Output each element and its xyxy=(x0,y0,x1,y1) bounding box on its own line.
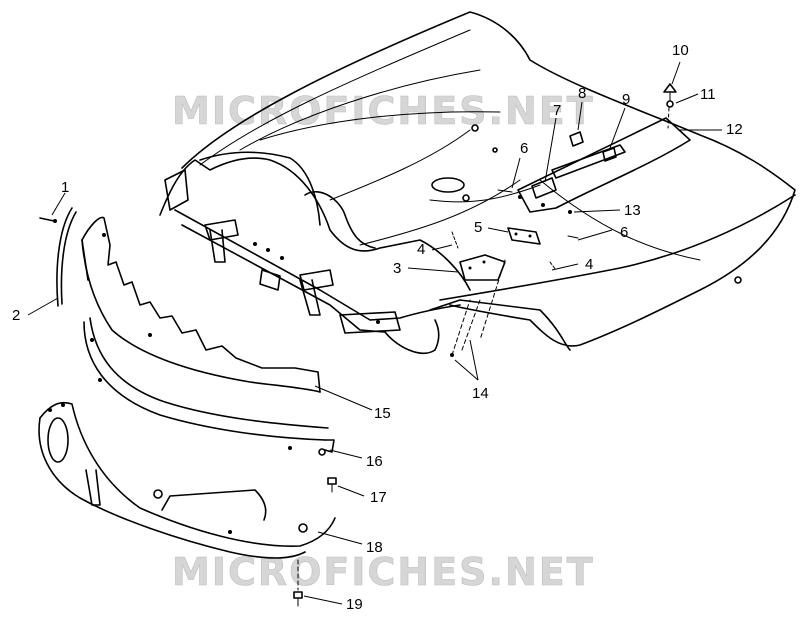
callouts: 1 2 3 4 4 5 6 6 7 8 9 10 11 12 13 14 15 … xyxy=(12,42,743,613)
callout-15: 15 xyxy=(374,405,391,422)
callout-4b: 4 xyxy=(585,256,593,273)
callout-12: 12 xyxy=(726,121,743,138)
part-12-console-plate xyxy=(517,117,691,213)
callout-6b: 6 xyxy=(620,224,628,241)
callout-14: 14 xyxy=(472,385,489,402)
part-4-rivet-a xyxy=(451,231,459,249)
part-19-bolt xyxy=(293,559,303,607)
part-9-switch xyxy=(602,147,617,162)
callout-1: 1 xyxy=(61,179,69,196)
part-4-rivet-b xyxy=(549,261,557,271)
callout-7: 7 xyxy=(553,102,561,119)
part-10-knob xyxy=(663,83,677,101)
hood-panel xyxy=(181,11,796,347)
callout-8: 8 xyxy=(578,85,586,102)
part-8-clip xyxy=(569,131,584,147)
callout-10: 10 xyxy=(672,42,689,59)
leader-lines xyxy=(27,61,722,605)
callout-6a: 6 xyxy=(520,140,528,157)
callout-5: 5 xyxy=(474,219,482,236)
part-5-hinge xyxy=(507,227,541,245)
callout-16: 16 xyxy=(366,453,383,470)
lower-body xyxy=(429,194,796,351)
callout-13: 13 xyxy=(624,202,641,219)
callout-19: 19 xyxy=(346,596,363,613)
frame xyxy=(159,151,471,355)
callout-17: 17 xyxy=(370,489,387,506)
part-6-screw-b xyxy=(567,235,579,239)
part-17-screw xyxy=(327,477,337,493)
callout-4a: 4 xyxy=(417,241,425,258)
part-14-strut xyxy=(450,259,506,357)
part-13-nut xyxy=(568,210,572,214)
part-2-trim-strip xyxy=(56,207,77,307)
part-3-bracket xyxy=(459,254,506,281)
watermark-bottom: MICROFICHES.NET xyxy=(172,550,595,594)
part-18-lower-bumper xyxy=(38,401,336,559)
watermark-top: MICROFICHES.NET xyxy=(172,89,595,133)
part-1-rivet xyxy=(39,217,57,223)
part-6-screw-a xyxy=(497,189,513,193)
callout-18: 18 xyxy=(366,539,383,556)
part-11-washer xyxy=(666,100,674,129)
callout-9: 9 xyxy=(622,91,630,108)
part-15-bumper-shell xyxy=(81,216,321,393)
part-16-bumper-bar xyxy=(83,317,335,456)
callout-11: 11 xyxy=(700,86,716,103)
callout-3: 3 xyxy=(393,260,401,277)
callout-2: 2 xyxy=(12,307,20,324)
